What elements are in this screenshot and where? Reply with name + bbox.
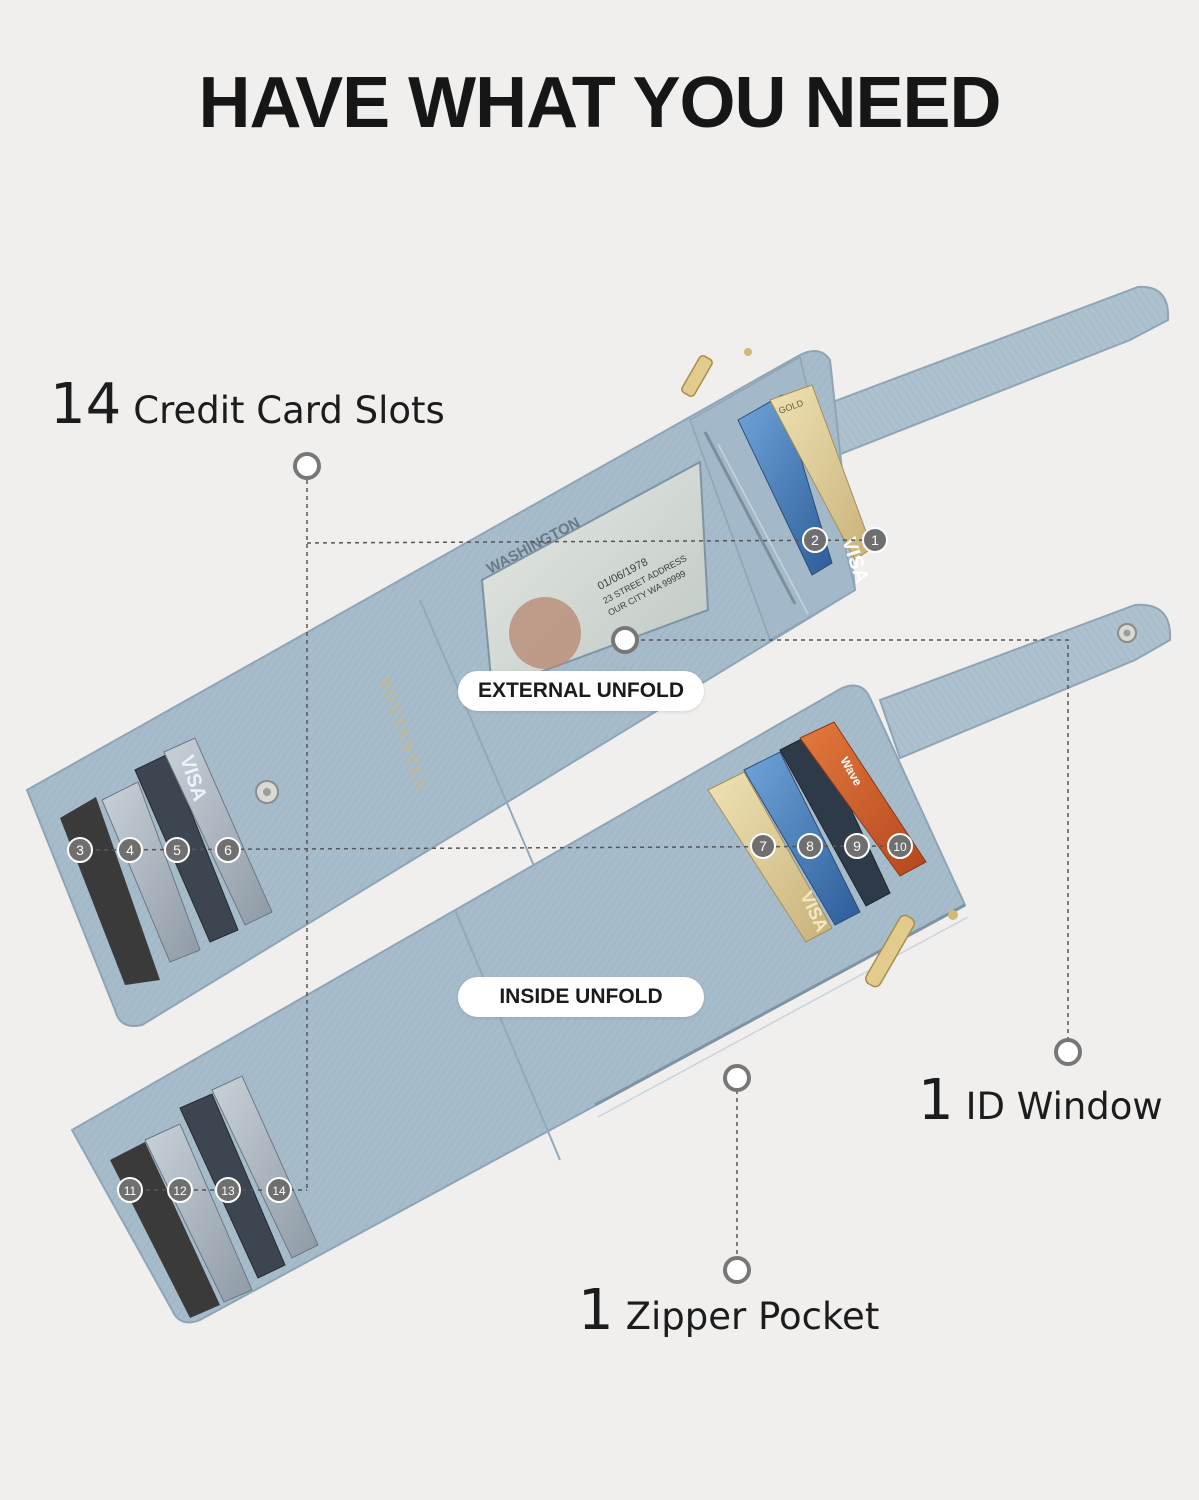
slot-marker-label: 10 xyxy=(893,840,907,854)
id-photo xyxy=(509,597,581,669)
callout-anchors xyxy=(293,452,1082,1284)
id-window-callout-ring xyxy=(1054,1038,1082,1066)
slot-marker-label: 8 xyxy=(806,838,814,854)
slot-marker-1 xyxy=(862,527,888,553)
slot-marker-label: 4 xyxy=(126,842,134,858)
inside-unfold-label: INSIDE UNFOLD xyxy=(458,977,704,1017)
slot-marker-label: 11 xyxy=(124,1184,137,1198)
slot-marker-10 xyxy=(887,833,913,859)
card-slots-label: Credit Card Slots xyxy=(133,389,445,432)
slot-marker-8 xyxy=(797,833,823,859)
inside-zipper-pull xyxy=(865,910,958,988)
slot-marker-4 xyxy=(117,837,143,863)
slot-marker-label: 12 xyxy=(173,1184,187,1198)
slot-marker-6 xyxy=(215,837,241,863)
slot-marker-12 xyxy=(167,1177,193,1203)
id-window-count: 1 xyxy=(918,1068,954,1133)
card-slots-anchor-ring xyxy=(293,452,321,480)
slot-marker-label: 3 xyxy=(76,842,84,858)
headline: HAVE WHAT YOU NEED xyxy=(198,63,1001,143)
slot-marker-7 xyxy=(750,833,776,859)
slot-marker-11 xyxy=(117,1177,143,1203)
slot-marker-label: 14 xyxy=(272,1184,286,1198)
slot-marker-13 xyxy=(215,1177,241,1203)
slot-marker-3 xyxy=(67,837,93,863)
card-slots-count: 14 xyxy=(50,372,122,437)
id-window-label: ID Window xyxy=(965,1085,1163,1128)
external-zipper-pull xyxy=(681,348,752,397)
zipper-pocket-label: Zipper Pocket xyxy=(625,1295,880,1338)
callout-card-slots: 14 Credit Card Slots xyxy=(50,372,445,437)
zipper-pocket-count: 1 xyxy=(578,1278,614,1343)
id-window-anchor-ring xyxy=(611,626,639,654)
inside-strap xyxy=(878,603,1172,760)
callout-zipper-pocket: 1 Zipper Pocket xyxy=(578,1278,879,1343)
slot-marker-2 xyxy=(802,527,828,553)
slot-marker-9 xyxy=(844,833,870,859)
zipper-callout-ring xyxy=(723,1256,751,1284)
external-unfold-label: EXTERNAL UNFOLD xyxy=(458,671,704,711)
slot-marker-label: 5 xyxy=(173,842,181,858)
slot-marker-label: 13 xyxy=(221,1184,235,1198)
slot-marker-label: 6 xyxy=(224,842,232,858)
slot-marker-5 xyxy=(164,837,190,863)
slot-marker-label: 7 xyxy=(759,838,767,854)
external-strap xyxy=(788,285,1170,472)
id-window: WASHINGTON 01/06/1978 23 STREET ADDRESS … xyxy=(480,460,710,692)
slot-marker-label: 9 xyxy=(853,838,861,854)
slot-marker-14 xyxy=(266,1177,292,1203)
slot-marker-label: 2 xyxy=(811,532,819,548)
callout-id-window: 1 ID Window xyxy=(918,1068,1163,1133)
slot-marker-label: 1 xyxy=(871,532,879,548)
zipper-anchor-ring xyxy=(723,1064,751,1092)
